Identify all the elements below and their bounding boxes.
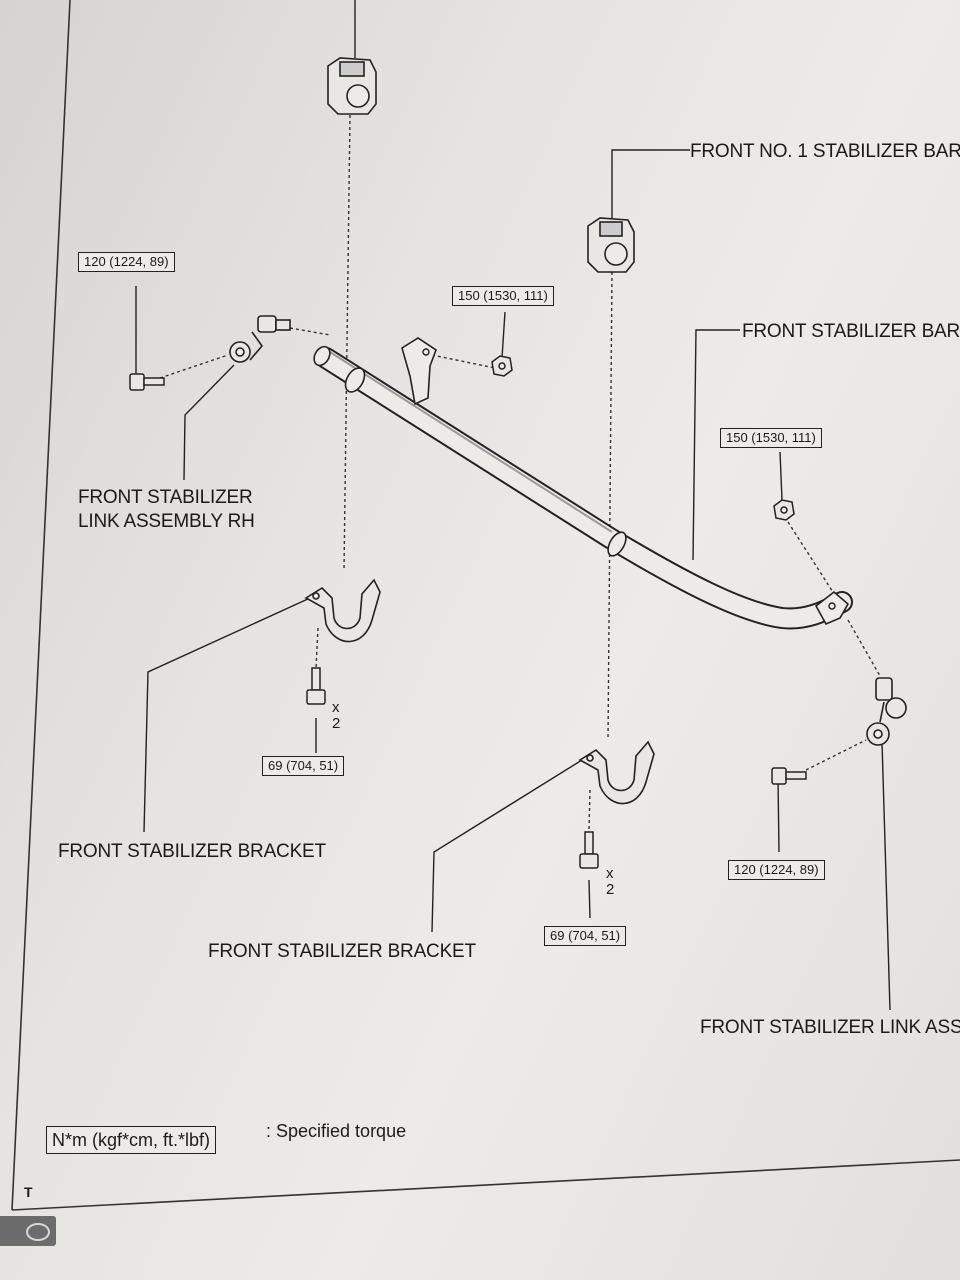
label-bracket-right: FRONT STABILIZER BRACKET [208, 941, 476, 962]
nut-left-icon [491, 355, 513, 377]
torque-link-lh-bolt: 120 (1224, 89) [728, 860, 825, 880]
label-link-assembly-rh-line1: FRONT STABILIZER [78, 487, 253, 508]
legend-unit-box: N*m (kgf*cm, ft.*lbf) [46, 1126, 217, 1154]
label-link-assembly-lh: FRONT STABILIZER LINK ASS [700, 1017, 960, 1038]
legend-description: : Specified torque [266, 1121, 407, 1141]
leader-lines [135, 0, 891, 1011]
bolt-bracket-left-icon [306, 667, 326, 705]
bolt-link-lh-icon [771, 767, 807, 785]
torque-bracket-right-bolt: 69 (704, 51) [544, 926, 627, 946]
torque-bar-nut-left: 150 (1530, 111) [452, 286, 554, 306]
top-bushing-icon [327, 57, 377, 115]
logo-ring [26, 1223, 50, 1241]
bolt-bracket-right-icon [579, 831, 599, 869]
nut-right-icon [773, 499, 795, 521]
bracket-right-icon [578, 740, 655, 805]
brand-logo-icon [0, 1216, 56, 1246]
qty-bracket-right: x 2 [606, 865, 615, 898]
bracket-left-icon [304, 578, 381, 643]
qty-bracket-left: x 2 [332, 699, 341, 732]
label-bracket-left: FRONT STABILIZER BRACKET [58, 841, 326, 862]
link-assembly-lh-icon [866, 677, 907, 746]
front-stabilizer-bar [313, 337, 853, 630]
page-frame [11, 0, 960, 1211]
assembly-dashed-lines [159, 114, 881, 831]
torque-link-rh-bolt: 120 (1224, 89) [78, 252, 175, 272]
corner-mark: T [24, 1184, 33, 1200]
torque-bar-nut-right: 150 (1530, 111) [720, 428, 822, 448]
torque-bracket-left-bolt: 69 (704, 51) [262, 756, 345, 776]
label-front-stabilizer-bar: FRONT STABILIZER BAR [742, 321, 960, 342]
label-link-assembly-rh-line2: LINK ASSEMBLY RH [78, 511, 255, 532]
label-front-no1-stabilizer-bar: FRONT NO. 1 STABILIZER BAR [690, 141, 960, 162]
no1-bushing-icon [587, 217, 635, 273]
bolt-link-rh-icon [129, 373, 165, 391]
link-assembly-rh-icon [229, 315, 291, 363]
